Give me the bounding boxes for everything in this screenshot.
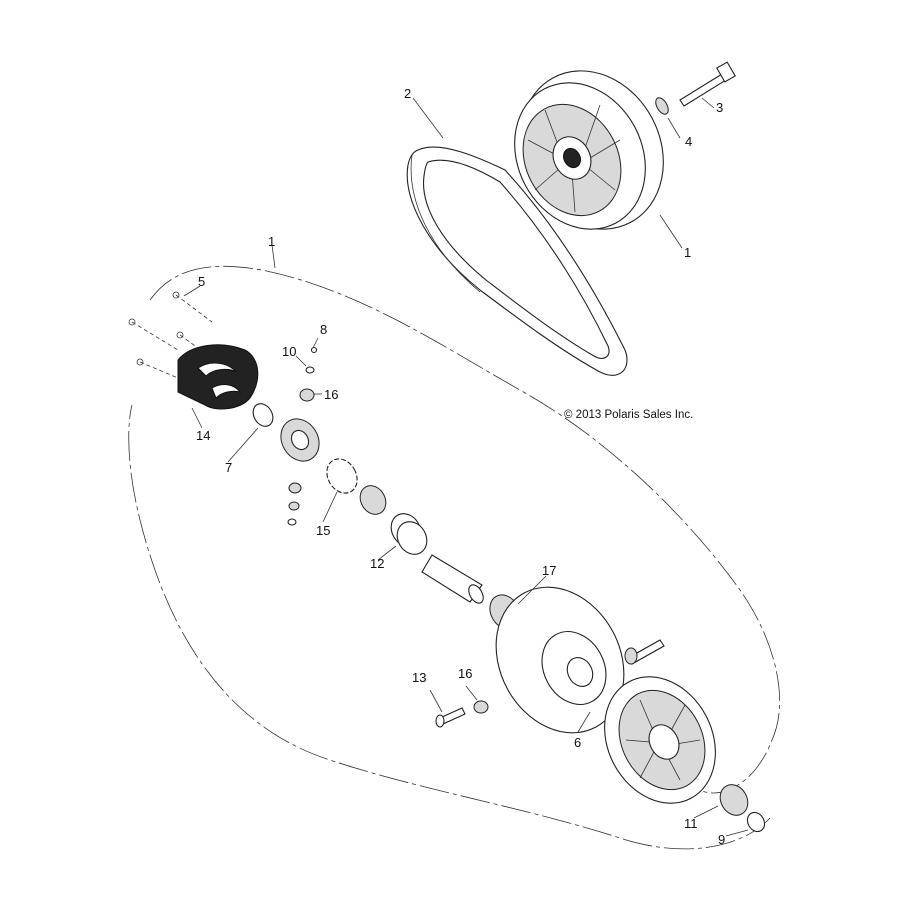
drive-belt bbox=[406, 146, 628, 376]
callout-11: 11 bbox=[684, 816, 698, 831]
callout-17: 17 bbox=[542, 563, 556, 578]
callout-10: 10 bbox=[282, 344, 296, 359]
callout-14: 14 bbox=[196, 428, 210, 443]
pin bbox=[310, 346, 318, 354]
retainer-clip bbox=[326, 458, 358, 494]
assembly-boundary bbox=[128, 265, 781, 850]
callout-1-top: 1 bbox=[684, 245, 691, 260]
callout-2: 2 bbox=[404, 86, 411, 101]
snap-ring bbox=[252, 403, 274, 427]
sheave-bolt bbox=[624, 639, 665, 665]
callout-5: 5 bbox=[198, 274, 205, 289]
small-washer bbox=[305, 366, 315, 374]
nut-lower bbox=[473, 700, 489, 714]
callout-3: 3 bbox=[716, 100, 723, 115]
callout-16-upper: 16 bbox=[324, 387, 338, 402]
callout-8: 8 bbox=[320, 322, 327, 337]
callout-16-lower: 16 bbox=[458, 666, 472, 681]
bushing bbox=[719, 784, 749, 816]
lower-screw bbox=[435, 707, 466, 728]
bolt bbox=[679, 61, 736, 107]
callout-6: 6 bbox=[574, 735, 581, 750]
leader-lines bbox=[183, 97, 749, 837]
washer bbox=[655, 97, 669, 115]
movable-sheave bbox=[495, 586, 625, 734]
nut-upper bbox=[299, 388, 315, 402]
fixed-sheave bbox=[604, 676, 716, 804]
shaft bbox=[421, 554, 484, 604]
secondary-clutch-sheave bbox=[514, 70, 664, 230]
helix-cover bbox=[177, 344, 259, 410]
callout-15: 15 bbox=[316, 523, 330, 538]
end-ring bbox=[746, 811, 766, 833]
callout-1-left: 1 bbox=[268, 234, 275, 249]
bearing-stack bbox=[359, 485, 428, 555]
callout-12: 12 bbox=[370, 556, 384, 571]
callout-9: 9 bbox=[718, 832, 725, 847]
callout-4: 4 bbox=[685, 134, 692, 149]
roller-bits bbox=[287, 482, 302, 526]
callout-13: 13 bbox=[412, 670, 426, 685]
callout-7: 7 bbox=[225, 460, 232, 475]
screws bbox=[128, 291, 213, 379]
copyright-notice: © 2013 Polaris Sales Inc. bbox=[564, 409, 693, 421]
spider-assembly bbox=[280, 418, 320, 462]
